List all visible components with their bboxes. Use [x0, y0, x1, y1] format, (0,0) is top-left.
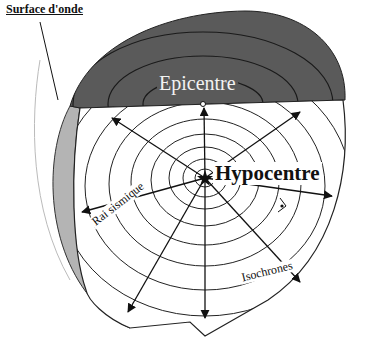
cut-face: [74, 100, 345, 336]
seismic-rays: [82, 108, 332, 318]
epicentre-label: Epicentre: [157, 72, 238, 94]
right-angle-mark: [278, 198, 286, 212]
hypocentre-label: Hypocentre: [213, 162, 322, 185]
wavefront-label: Surface d'onde: [4, 3, 85, 16]
surface-shade: [34, 60, 70, 280]
epicentre-dot: [201, 102, 206, 107]
right-angle-dot: [280, 204, 283, 207]
leader-line: [40, 22, 58, 100]
ground-surface: [70, 11, 345, 108]
hypocentre-star: [197, 170, 213, 186]
